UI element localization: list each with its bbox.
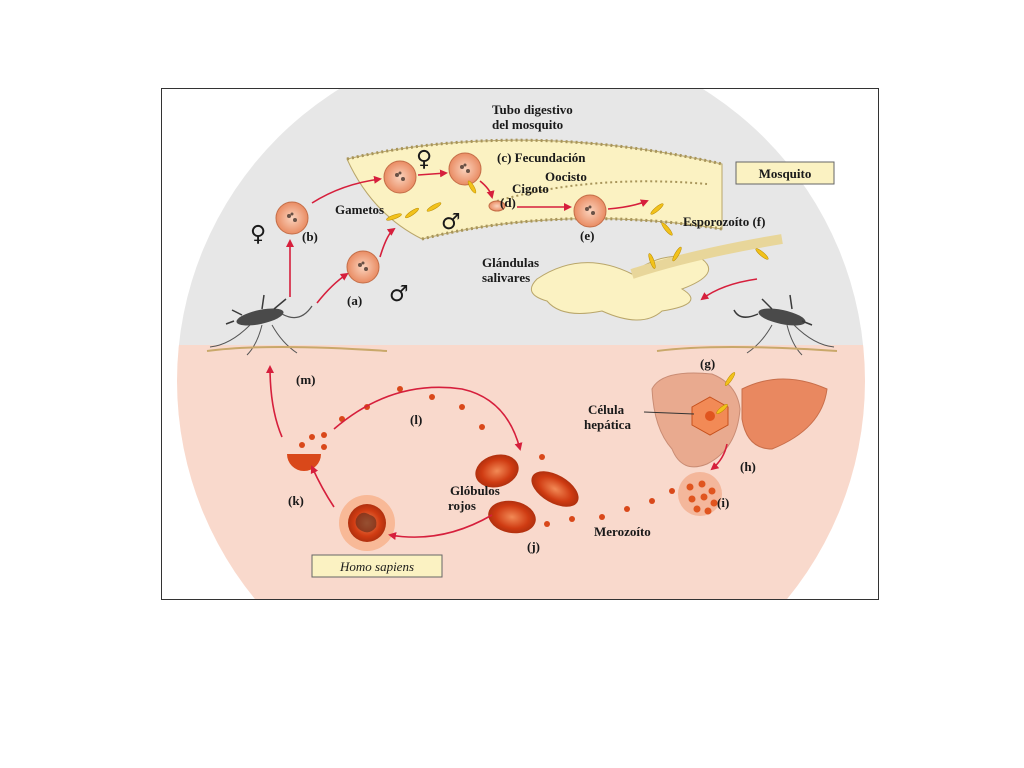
label-i: (i) [717, 495, 729, 510]
label-m: (m) [296, 372, 316, 387]
label-g: (g) [700, 356, 715, 371]
arrow-to-cigoto [479, 180, 495, 199]
mosquito-gut [346, 138, 723, 241]
label-celula-2: hepática [584, 417, 631, 432]
cycle-arrows [266, 169, 758, 540]
arrow-to-k [310, 465, 335, 508]
male-symbol-a: ♂ [389, 282, 409, 307]
arrow-a-to-gametes [379, 227, 396, 258]
mosquito-box-text: Mosquito [759, 166, 812, 181]
label-glandulas-1: Glándulas [482, 255, 539, 270]
female-gametocyte-cell [275, 201, 309, 235]
label-glandulas-2: salivares [482, 270, 530, 285]
female-symbol: ♀ [250, 222, 266, 247]
mosquito-right [656, 294, 838, 356]
arrow-m [266, 365, 283, 438]
label-merozoito: Merozoíto [594, 524, 651, 539]
red-blood-cells [287, 454, 579, 551]
label-tubo-1: Tubo digestivo [492, 102, 573, 117]
label-j: (j) [527, 539, 540, 554]
arrow-h [710, 443, 728, 471]
female-gamete-cell [383, 160, 417, 194]
male-symbol-gametes: ♂ [441, 210, 461, 235]
liver [651, 372, 828, 468]
label-cigoto: Cigoto [512, 181, 549, 196]
arrow-j-to-rbc [388, 514, 493, 540]
mosquito-left [206, 294, 388, 356]
female-symbol-c: ♀ [416, 147, 432, 172]
male-gametocyte-cell [346, 250, 380, 284]
parasite-cells [275, 152, 607, 284]
label-esporozoito: Esporozoíto (f) [683, 214, 765, 229]
arrow-to-a [316, 272, 349, 304]
mosquito-label-box: Mosquito [735, 161, 835, 185]
label-b: (b) [302, 229, 318, 244]
fertilization-cell [448, 152, 482, 186]
label-e: (e) [580, 228, 594, 243]
sporozoites [386, 180, 769, 415]
arrow-b-to-c [311, 175, 382, 204]
label-gametos: Gametos [335, 202, 384, 217]
label-h: (h) [740, 459, 756, 474]
label-fecundacion: (c) Fecundación [497, 150, 586, 165]
celula-leader-line [643, 411, 695, 415]
label-tubo-2: del mosquito [492, 117, 563, 132]
arrow-to-fecundacion [417, 169, 448, 178]
label-l: (l) [410, 412, 422, 427]
malaria-life-cycle-diagram: Mosquito Homo sapiens ♀ ♂ ♀ ♂ Tubo diges… [177, 89, 865, 599]
label-k: (k) [288, 493, 304, 508]
schizont-cluster [678, 472, 722, 516]
label-celula-1: Célula [588, 402, 625, 417]
diagram-frame: Mosquito Homo sapiens ♀ ♂ ♀ ♂ Tubo diges… [161, 88, 879, 600]
label-globulos-2: rojos [448, 498, 476, 513]
label-oocisto: Oocisto [545, 169, 587, 184]
zygote-cell [488, 200, 506, 212]
salivary-gland [530, 234, 783, 321]
homo-sapiens-label-box: Homo sapiens [311, 554, 443, 578]
homo-sapiens-box-text: Homo sapiens [339, 559, 414, 574]
arrow-to-esporozoito [607, 199, 649, 210]
label-globulos-1: Glóbulos [450, 483, 500, 498]
arrow-to-mosquito-g [700, 278, 758, 301]
label-d: (d) [500, 195, 516, 210]
oocyst-cell [573, 194, 607, 228]
merozoites [299, 386, 675, 527]
arrow-l [333, 386, 523, 451]
label-a: (a) [347, 293, 362, 308]
